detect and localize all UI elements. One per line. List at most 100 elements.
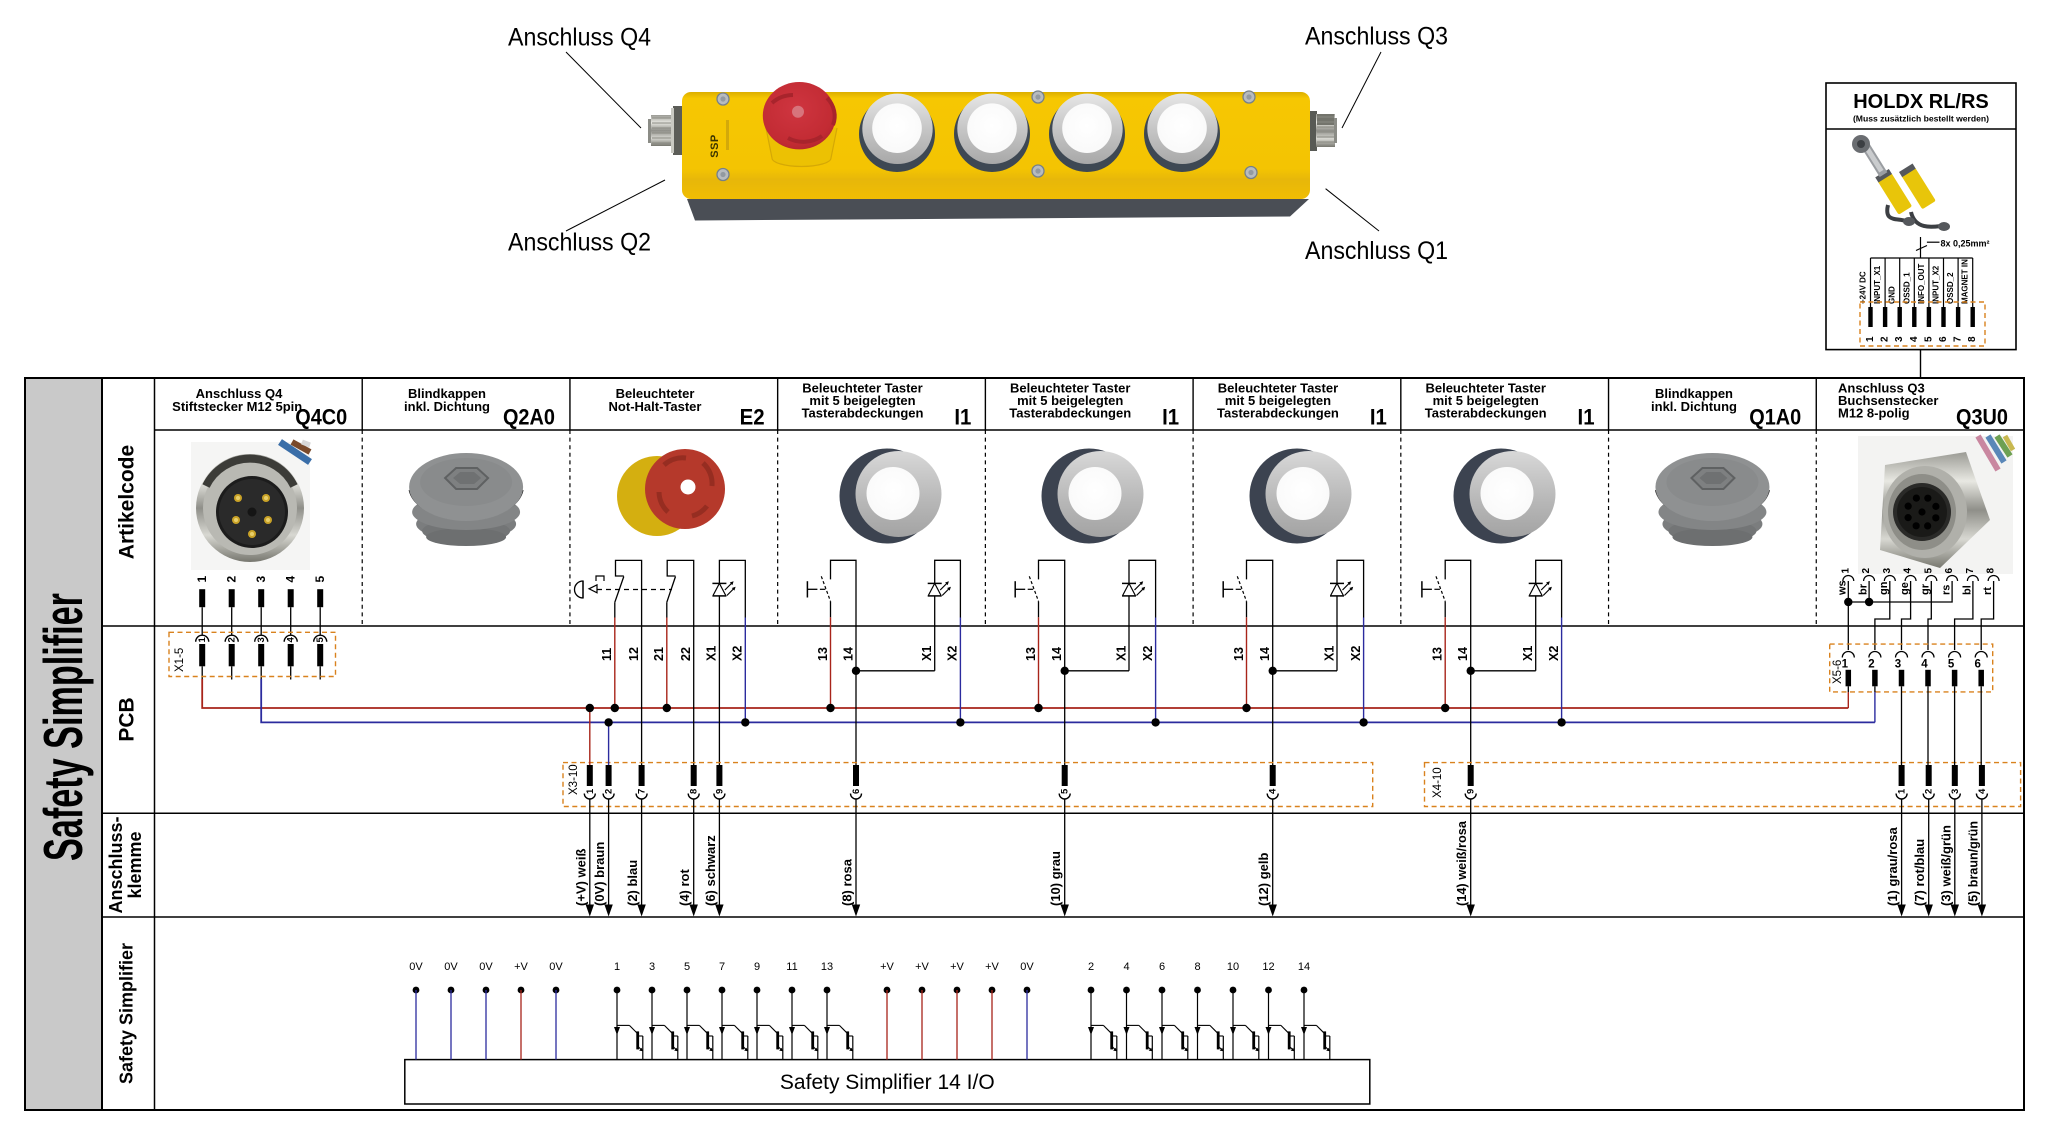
- svg-text:4: 4: [1268, 788, 1279, 794]
- svg-text:Beleuchteter Taster: Beleuchteter Taster: [802, 381, 922, 396]
- svg-text:+V: +V: [880, 961, 894, 973]
- svg-text:HOLDX RL/RS: HOLDX RL/RS: [1853, 91, 1989, 113]
- svg-text:I1: I1: [1370, 405, 1387, 430]
- svg-text:4: 4: [284, 576, 298, 583]
- svg-text:(Muss zusätzlich bestellt werd: (Muss zusätzlich bestellt werden): [1853, 114, 1989, 124]
- svg-text:1: 1: [1865, 336, 1876, 342]
- svg-text:0V: 0V: [1020, 961, 1034, 973]
- svg-text:br: br: [1857, 583, 1869, 595]
- svg-text:INFO_OUT: INFO_OUT: [1917, 263, 1926, 304]
- svg-text:Anschluss Q1: Anschluss Q1: [1305, 237, 1448, 265]
- svg-text:Safety Simplifier: Safety Simplifier: [117, 943, 137, 1084]
- svg-text:6: 6: [1159, 961, 1165, 973]
- svg-text:gn: gn: [1878, 581, 1890, 595]
- svg-text:1: 1: [197, 637, 208, 643]
- svg-text:14: 14: [1298, 961, 1310, 973]
- svg-text:+V: +V: [915, 961, 929, 973]
- svg-text:(1) grau/rosa: (1) grau/rosa: [1885, 826, 1900, 906]
- svg-text:Beleuchteter: Beleuchteter: [616, 386, 695, 401]
- svg-text:Tasterabdeckungen: Tasterabdeckungen: [802, 406, 924, 421]
- svg-text:4: 4: [286, 637, 297, 643]
- svg-text:Anschluss Q4: Anschluss Q4: [196, 386, 283, 401]
- svg-text:1: 1: [1842, 658, 1849, 670]
- svg-text:0V: 0V: [479, 961, 493, 973]
- svg-text:11: 11: [600, 648, 614, 661]
- svg-text:M12 8-polig: M12 8-polig: [1838, 406, 1910, 421]
- svg-text:bl: bl: [1961, 585, 1973, 595]
- svg-text:X2: X2: [946, 646, 960, 661]
- svg-text:7: 7: [1953, 336, 1964, 342]
- svg-text:inkl. Dichtung: inkl. Dichtung: [404, 399, 490, 414]
- svg-text:Q2A0: Q2A0: [503, 405, 555, 430]
- svg-text:X2: X2: [1349, 646, 1363, 661]
- svg-text:2: 2: [604, 789, 615, 794]
- svg-text:+V: +V: [985, 961, 999, 973]
- svg-text:(6) schwarz: (6) schwarz: [703, 835, 718, 906]
- svg-text:mit 5 beigelegten: mit 5 beigelegten: [1225, 393, 1331, 408]
- svg-text:Anschluss-: Anschluss-: [106, 816, 126, 913]
- svg-text:X2: X2: [731, 646, 745, 661]
- svg-text:X5-6: X5-6: [1832, 660, 1844, 684]
- svg-text:7: 7: [1965, 568, 1976, 574]
- svg-text:Blindkappen: Blindkappen: [1655, 386, 1733, 401]
- svg-text:6: 6: [1944, 568, 1955, 574]
- svg-text:4: 4: [1123, 961, 1129, 973]
- svg-text:X4-10: X4-10: [1432, 767, 1444, 798]
- svg-text:3: 3: [256, 637, 267, 642]
- svg-text:(14) weiß/rosa: (14) weiß/rosa: [1454, 820, 1469, 906]
- svg-text:8: 8: [689, 789, 700, 794]
- svg-text:mit 5 beigelegten: mit 5 beigelegten: [809, 393, 915, 408]
- svg-text:Safety Simplifier: Safety Simplifier: [32, 593, 94, 861]
- svg-text:Q3U0: Q3U0: [1956, 405, 2008, 430]
- svg-text:(2) blau: (2) blau: [625, 860, 640, 906]
- svg-text:INPUT_X2: INPUT_X2: [1932, 265, 1941, 304]
- svg-text:I1: I1: [1578, 405, 1595, 430]
- svg-text:X1: X1: [1114, 646, 1128, 661]
- svg-text:13: 13: [1232, 647, 1246, 661]
- svg-text:8: 8: [1986, 568, 1997, 574]
- svg-text:13: 13: [816, 647, 830, 661]
- svg-text:Q4C0: Q4C0: [295, 405, 347, 430]
- svg-text:3: 3: [1894, 336, 1905, 342]
- svg-text:Anschluss Q3: Anschluss Q3: [1305, 23, 1448, 51]
- svg-text:rs: rs: [1941, 585, 1953, 595]
- svg-text:5: 5: [313, 576, 327, 583]
- svg-text:10: 10: [1227, 961, 1239, 973]
- svg-text:Tasterabdeckungen: Tasterabdeckungen: [1425, 406, 1547, 421]
- svg-text:1: 1: [585, 788, 596, 794]
- svg-text:1: 1: [195, 576, 209, 583]
- svg-text:Tasterabdeckungen: Tasterabdeckungen: [1009, 406, 1131, 421]
- svg-text:14: 14: [1050, 647, 1064, 661]
- svg-text:0V: 0V: [549, 961, 563, 973]
- svg-text:(7) rot/blau: (7) rot/blau: [1912, 839, 1927, 906]
- svg-text:X1: X1: [1521, 646, 1535, 661]
- svg-text:Artikelcode: Artikelcode: [116, 445, 139, 559]
- svg-text:5: 5: [684, 961, 690, 973]
- svg-text:X2: X2: [1141, 646, 1155, 661]
- svg-text:(8) rosa: (8) rosa: [840, 858, 855, 906]
- svg-text:(3) weiß/grün: (3) weiß/grün: [1938, 825, 1953, 906]
- svg-text:Q1A0: Q1A0: [1749, 405, 1801, 430]
- svg-text:2: 2: [1880, 336, 1891, 342]
- svg-text:5: 5: [1948, 658, 1955, 670]
- svg-text:INPUT_X1: INPUT_X1: [1873, 265, 1882, 304]
- svg-text:5: 5: [1923, 336, 1934, 342]
- svg-text:X1-5: X1-5: [174, 648, 186, 672]
- svg-text:6: 6: [1974, 658, 1980, 670]
- svg-text:14: 14: [841, 647, 855, 661]
- svg-text:Anschluss Q4: Anschluss Q4: [508, 24, 651, 52]
- svg-text:Not-Halt-Taster: Not-Halt-Taster: [609, 399, 702, 414]
- svg-text:0V: 0V: [409, 961, 423, 973]
- svg-text:2: 2: [1861, 568, 1872, 574]
- svg-text:Safety Simplifier 14 I/O: Safety Simplifier 14 I/O: [780, 1071, 995, 1094]
- svg-text:PCB: PCB: [116, 697, 139, 741]
- svg-text:klemme: klemme: [125, 831, 145, 898]
- svg-text:rt: rt: [1982, 587, 1994, 595]
- svg-text:inkl. Dichtung: inkl. Dichtung: [1651, 399, 1737, 414]
- svg-text:(5) braun/grün: (5) braun/grün: [1965, 821, 1980, 906]
- svg-text:5: 5: [1923, 568, 1934, 574]
- svg-text:11: 11: [786, 961, 797, 973]
- svg-text:(+V) weiß: (+V) weiß: [573, 849, 588, 906]
- svg-text:(12) gelb: (12) gelb: [1256, 852, 1271, 906]
- svg-text:I1: I1: [954, 405, 971, 430]
